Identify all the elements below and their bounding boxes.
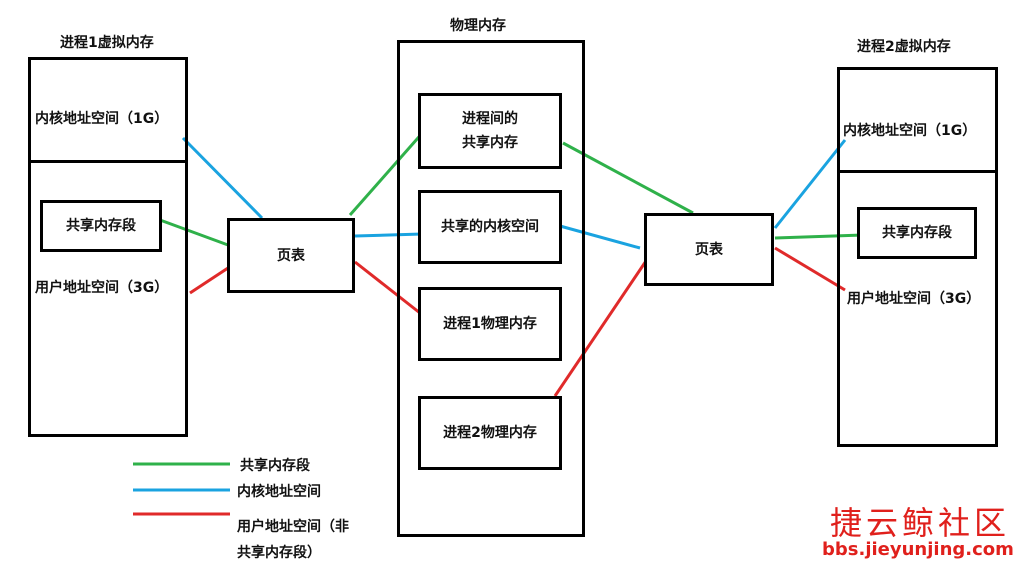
process2-kernel-space-label: 内核地址空间（1G） [843, 123, 977, 139]
physical-memory-title: 物理内存 [450, 18, 506, 34]
green-line-pt-to-ipc [348, 129, 427, 216]
watermark-logo-text: 捷云鲸社区 [830, 504, 1011, 542]
blue-line-kernel-to-pt2 [559, 224, 641, 250]
ipc-shared-line1: 进程间的 [462, 111, 518, 127]
process1-virtual-memory [28, 57, 188, 437]
process1-physical-memory: 进程1物理内存 [418, 287, 562, 361]
blue-line-pt2-to-p2-kernel [773, 139, 847, 229]
process2-user-space-label: 用户地址空间（3G） [847, 291, 981, 307]
process1-kernel-space-label: 内核地址空间（1G） [35, 111, 169, 127]
page-table-right: 页表 [644, 213, 774, 286]
process1-divider [28, 160, 188, 163]
process2-shared-segment: 共享内存段 [857, 207, 977, 259]
blue-line-p1-kernel-to-pt [181, 136, 264, 220]
process2-title: 进程2虚拟内存 [857, 39, 951, 55]
blue-line-pt-to-kernel [354, 232, 423, 238]
process2-virtual-memory [837, 67, 998, 447]
process1-user-space-label: 用户地址空间（3G） [35, 280, 169, 296]
process2-divider [837, 170, 998, 173]
green-line-pt2-to-p2-shared [774, 233, 864, 240]
ipc-shared-memory: 进程间的 共享内存 [418, 93, 562, 169]
page-table-left: 页表 [227, 218, 355, 293]
legend-kernel-label: 内核地址空间 [237, 484, 321, 500]
red-line-pt-to-proc1 [354, 260, 421, 315]
physical-memory [397, 40, 585, 537]
shared-kernel-space: 共享的内核空间 [418, 190, 562, 264]
process1-title: 进程1虚拟内存 [60, 35, 154, 51]
process1-shared-segment: 共享内存段 [40, 200, 162, 252]
watermark-url: bbs.jieyunjing.com [822, 539, 1014, 560]
red-line-pt2-to-p2-user [774, 246, 846, 292]
green-line-p1-shared-to-pt [159, 218, 229, 247]
process2-physical-memory: 进程2物理内存 [418, 396, 562, 470]
red-line-p1-user-to-pt [189, 266, 229, 295]
legend-user-label-line2: 共享内存段） [237, 545, 321, 561]
legend-user-label-line1: 用户地址空间（非 [237, 519, 349, 535]
ipc-shared-line2: 共享内存 [462, 135, 518, 151]
legend-shared-label: 共享内存段 [240, 458, 310, 474]
red-line-proc2-to-pt2 [553, 257, 650, 397]
